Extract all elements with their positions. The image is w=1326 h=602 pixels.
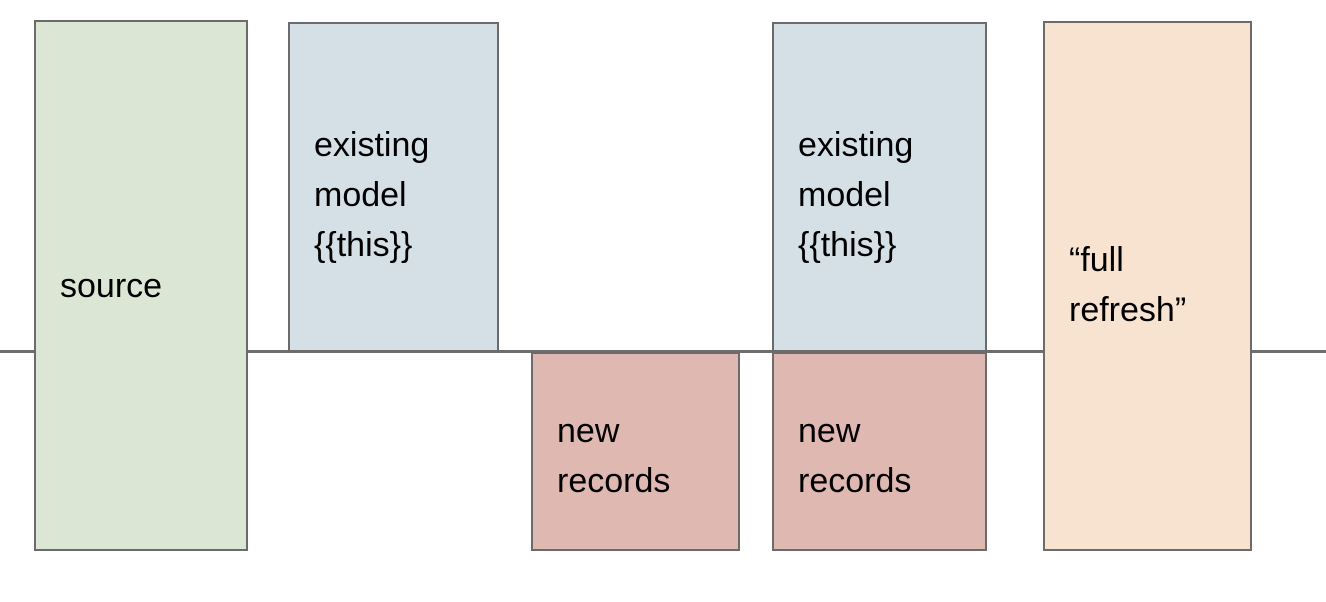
new-records-box-2[interactable]: new records <box>772 352 987 551</box>
source-box-label: source <box>60 266 163 305</box>
new-records-box-1[interactable]: new records <box>531 352 740 551</box>
new-records-box-1-label: new records <box>557 412 671 500</box>
new-records-box-2-label: new records <box>798 412 912 500</box>
existing-model-box-2[interactable]: existing model {{this}} <box>772 22 987 352</box>
existing-model-box-1-label: existing model {{this}} <box>314 126 430 264</box>
full-refresh-box-label: “full refresh” <box>1069 241 1187 329</box>
horizontal-divider-line <box>0 350 1326 353</box>
full-refresh-box[interactable]: “full refresh” <box>1043 21 1252 551</box>
source-box[interactable]: source <box>34 20 248 551</box>
existing-model-box-1[interactable]: existing model {{this}} <box>288 22 499 352</box>
existing-model-box-2-label: existing model {{this}} <box>798 126 914 264</box>
